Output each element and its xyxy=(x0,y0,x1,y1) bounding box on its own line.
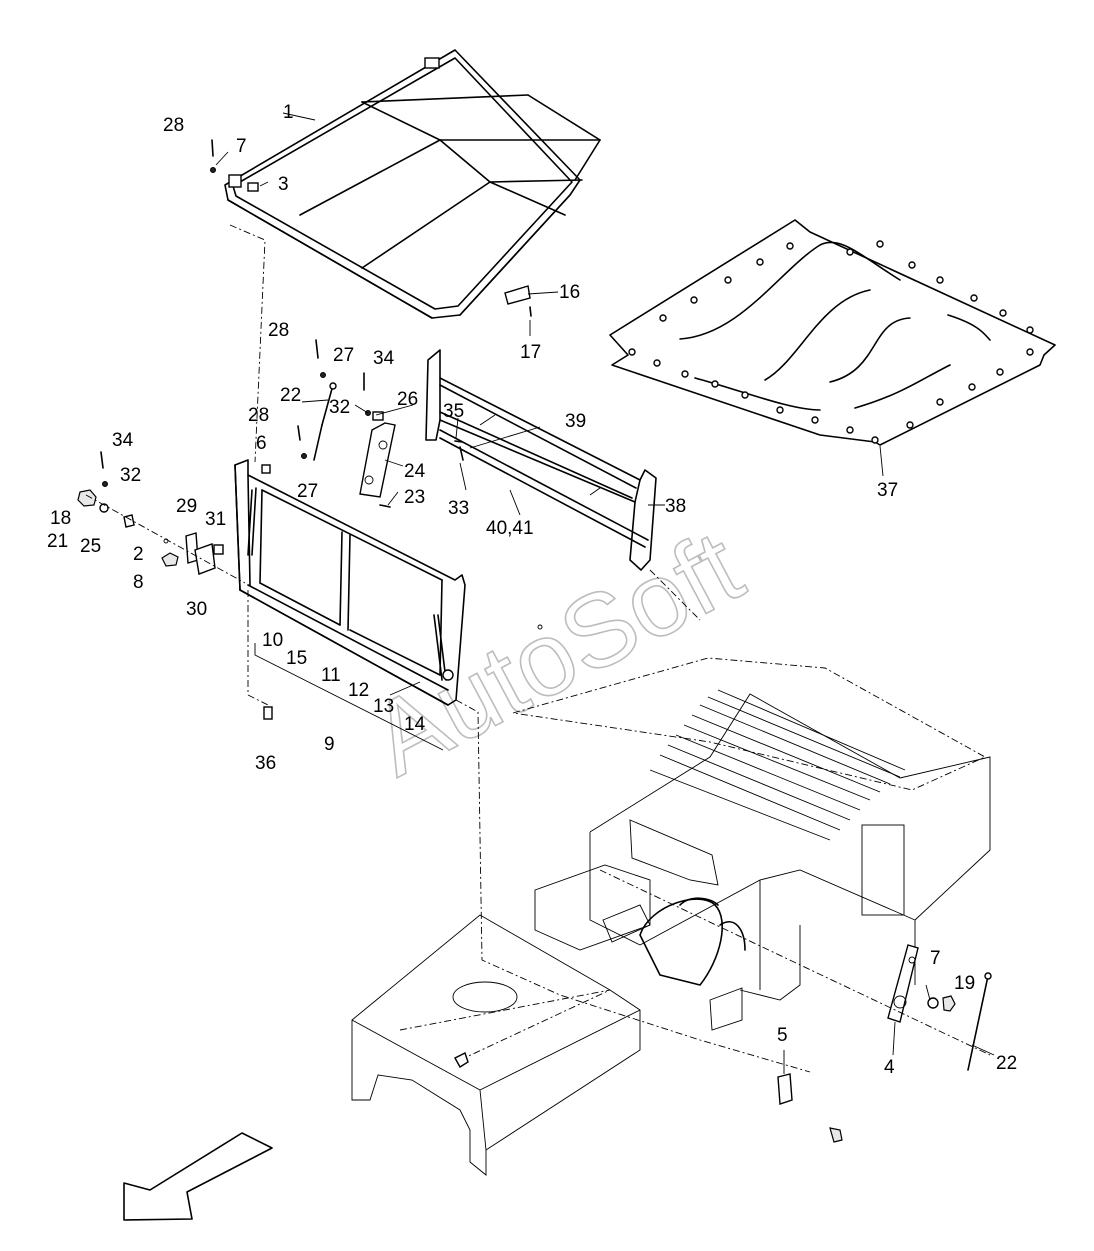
rear-screen-frame-38 xyxy=(425,349,657,571)
callout-28-top: 28 xyxy=(163,115,184,136)
callout-24: 24 xyxy=(404,461,426,482)
gas-strut-22-upper xyxy=(313,382,337,461)
gas-strut-22-lower xyxy=(967,975,989,1071)
watermark: AutoSoft xyxy=(353,509,760,799)
callout-28-lower: 28 xyxy=(248,405,269,426)
callout-14: 14 xyxy=(404,714,426,735)
callout-23: 23 xyxy=(404,487,425,508)
bracket-5 xyxy=(777,1073,793,1105)
callout-33: 33 xyxy=(448,498,469,519)
callout-17: 17 xyxy=(520,342,541,363)
callout-31: 31 xyxy=(205,509,226,530)
direction-arrow xyxy=(123,1132,273,1221)
callout-12: 12 xyxy=(348,680,369,701)
callout-27-lower: 27 xyxy=(297,481,318,502)
callout-26: 26 xyxy=(397,389,418,410)
callout-32-left: 32 xyxy=(120,465,141,486)
callout-35: 35 xyxy=(443,401,464,422)
hinge-plate-4 xyxy=(887,944,919,1023)
bracket-16 xyxy=(504,285,531,305)
callout-9: 9 xyxy=(324,734,335,755)
callout-3: 3 xyxy=(278,174,289,195)
canopy-roof-frame xyxy=(224,49,601,319)
sun-screen-mat xyxy=(609,219,1056,446)
callout-29: 29 xyxy=(176,496,197,517)
callout-7-right: 7 xyxy=(930,948,941,969)
front-window-frame-9 xyxy=(234,459,543,706)
callout-38: 38 xyxy=(665,496,686,517)
leader-lines xyxy=(215,112,995,1074)
callout-32-upper: 32 xyxy=(329,397,350,418)
bushing-3 xyxy=(247,182,259,192)
callout-36: 36 xyxy=(255,753,276,774)
callout-39: 39 xyxy=(565,411,586,432)
callout-7-top: 7 xyxy=(236,136,247,157)
callout-25: 25 xyxy=(80,536,101,557)
callout-15: 15 xyxy=(286,648,307,669)
callout-19: 19 xyxy=(954,973,975,994)
callout-13: 13 xyxy=(373,696,394,717)
callout-2: 2 xyxy=(133,544,144,565)
callout-16: 16 xyxy=(559,282,580,303)
hinge-hardware-left xyxy=(77,451,246,584)
callout-37: 37 xyxy=(877,480,898,501)
callout-40-41: 40,41 xyxy=(486,518,534,539)
callout-4: 4 xyxy=(884,1057,895,1078)
callout-5: 5 xyxy=(777,1025,788,1046)
callout-28-mid: 28 xyxy=(268,320,289,341)
callout-27-upper: 27 xyxy=(333,345,354,366)
callout-labels: 1 2 3 4 5 6 7 7 8 9 10 11 12 13 14 15 16… xyxy=(47,102,1017,1078)
tractor-body-outline xyxy=(351,657,991,1176)
callout-22-lower: 22 xyxy=(996,1053,1017,1074)
callout-34-left: 34 xyxy=(112,430,134,451)
callout-1: 1 xyxy=(283,102,294,123)
callout-10: 10 xyxy=(262,630,283,651)
hinge-plate-24 xyxy=(359,422,396,498)
callout-6: 6 xyxy=(256,433,267,454)
callout-11: 11 xyxy=(321,665,341,686)
callout-30: 30 xyxy=(186,599,207,620)
callout-22-upper: 22 xyxy=(280,385,301,406)
callout-21: 21 xyxy=(47,531,68,552)
bolt-36 xyxy=(263,706,273,720)
callout-34-upper: 34 xyxy=(373,348,395,369)
callout-8: 8 xyxy=(133,572,144,593)
callout-18: 18 xyxy=(50,508,71,529)
